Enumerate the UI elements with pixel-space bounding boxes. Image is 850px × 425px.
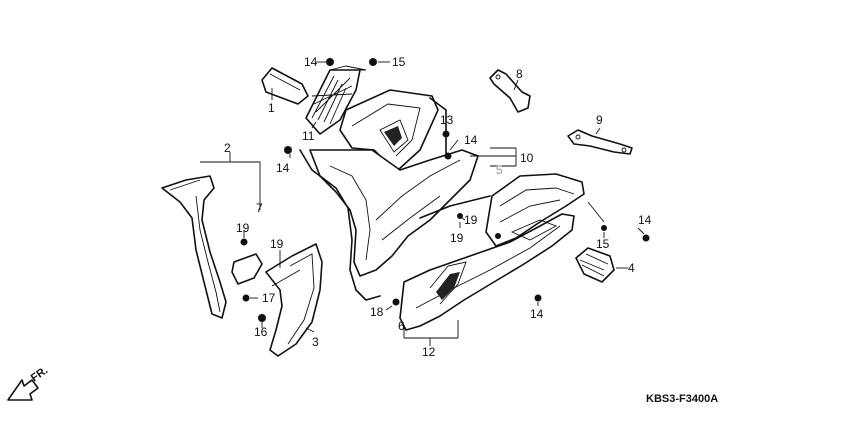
callout-3: 3 (312, 335, 319, 349)
callout-19-left: 19 (236, 221, 250, 235)
callout-1: 1 (268, 101, 275, 115)
screw-14-mid (444, 152, 452, 160)
clip-19-c (495, 233, 501, 239)
screw-14-left (284, 146, 292, 154)
callout-14-top: 14 (304, 55, 318, 69)
callout-14-bottom: 14 (530, 307, 544, 321)
callout-10: 10 (520, 151, 534, 165)
callout-8: 8 (516, 67, 523, 81)
callout-12: 12 (422, 345, 436, 359)
part-8-bracket (489, 69, 531, 113)
clip-17 (242, 294, 250, 302)
callout-15-right: 15 (596, 237, 610, 251)
callout-19-center: 19 (450, 231, 464, 245)
part-7-plate (231, 253, 263, 285)
part-1-cover-plate (261, 67, 309, 105)
callout-13: 13 (440, 113, 454, 127)
callout-19-lower: 19 (270, 237, 284, 251)
part-2-left-cowl (161, 175, 227, 319)
part-4-rubber-pad (575, 247, 615, 283)
leader-lines (200, 61, 645, 346)
callout-14-right: 14 (638, 213, 652, 227)
part-12-side-cover (399, 213, 575, 331)
callout-18: 18 (370, 305, 384, 319)
callout-2: 2 (224, 141, 231, 155)
callouts: 1 2 3 4 5 6 7 8 9 10 11 12 13 14 14 14 1… (224, 55, 652, 359)
callout-6: 6 (398, 319, 405, 333)
screw-16 (258, 314, 266, 322)
callout-7: 7 (256, 201, 263, 215)
clip-13 (442, 130, 450, 138)
clip-15-top (369, 58, 377, 66)
clip-19-mid (457, 213, 463, 219)
callout-9: 9 (596, 113, 603, 127)
part-6-lower-cowl (299, 149, 479, 301)
part-3-left-lower-cover (265, 243, 323, 357)
callout-17: 17 (262, 291, 276, 305)
screw-14-right (642, 234, 650, 242)
callout-19-mid: 19 (464, 213, 478, 227)
callout-4: 4 (628, 261, 635, 275)
clip-15-right (601, 225, 607, 231)
callout-16: 16 (254, 325, 268, 339)
callout-11: 11 (302, 129, 315, 143)
callout-14-left: 14 (276, 161, 290, 175)
callout-5: 5 (496, 163, 503, 177)
fasteners (240, 58, 650, 322)
diagram-code: KBS3-F3400A (646, 393, 718, 405)
part-9-stay-bar (567, 129, 633, 155)
callout-15-top: 15 (392, 55, 406, 69)
screw-14-top (326, 58, 334, 66)
part-11-grille (305, 65, 367, 135)
clip-18 (392, 298, 400, 306)
part-rear-side-panel (419, 173, 585, 247)
front-direction-arrow: FR. (7, 364, 50, 401)
screw-14-bottom (534, 294, 542, 302)
clip-19-left (240, 238, 248, 246)
callout-14-mid: 14 (464, 133, 478, 147)
